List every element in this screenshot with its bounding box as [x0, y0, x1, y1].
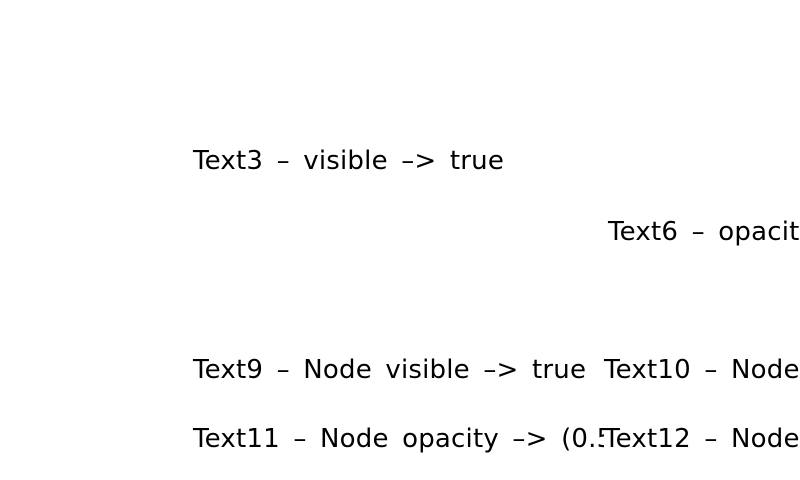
text-run-text3: Text3 – visible –> true: [193, 146, 505, 176]
text-run-text10: Text10 – Node visible –> true: [604, 355, 800, 385]
text-run-text6: Text6 – opacity –> 0.5: [608, 217, 800, 247]
text-run-text11: Text11 – Node opacity –> (0.5): [193, 424, 624, 454]
text-run-text12: Text12 – Node opacity –> 0.5: [604, 424, 800, 454]
text-run-text9: Text9 – Node visible –> true: [193, 355, 587, 385]
